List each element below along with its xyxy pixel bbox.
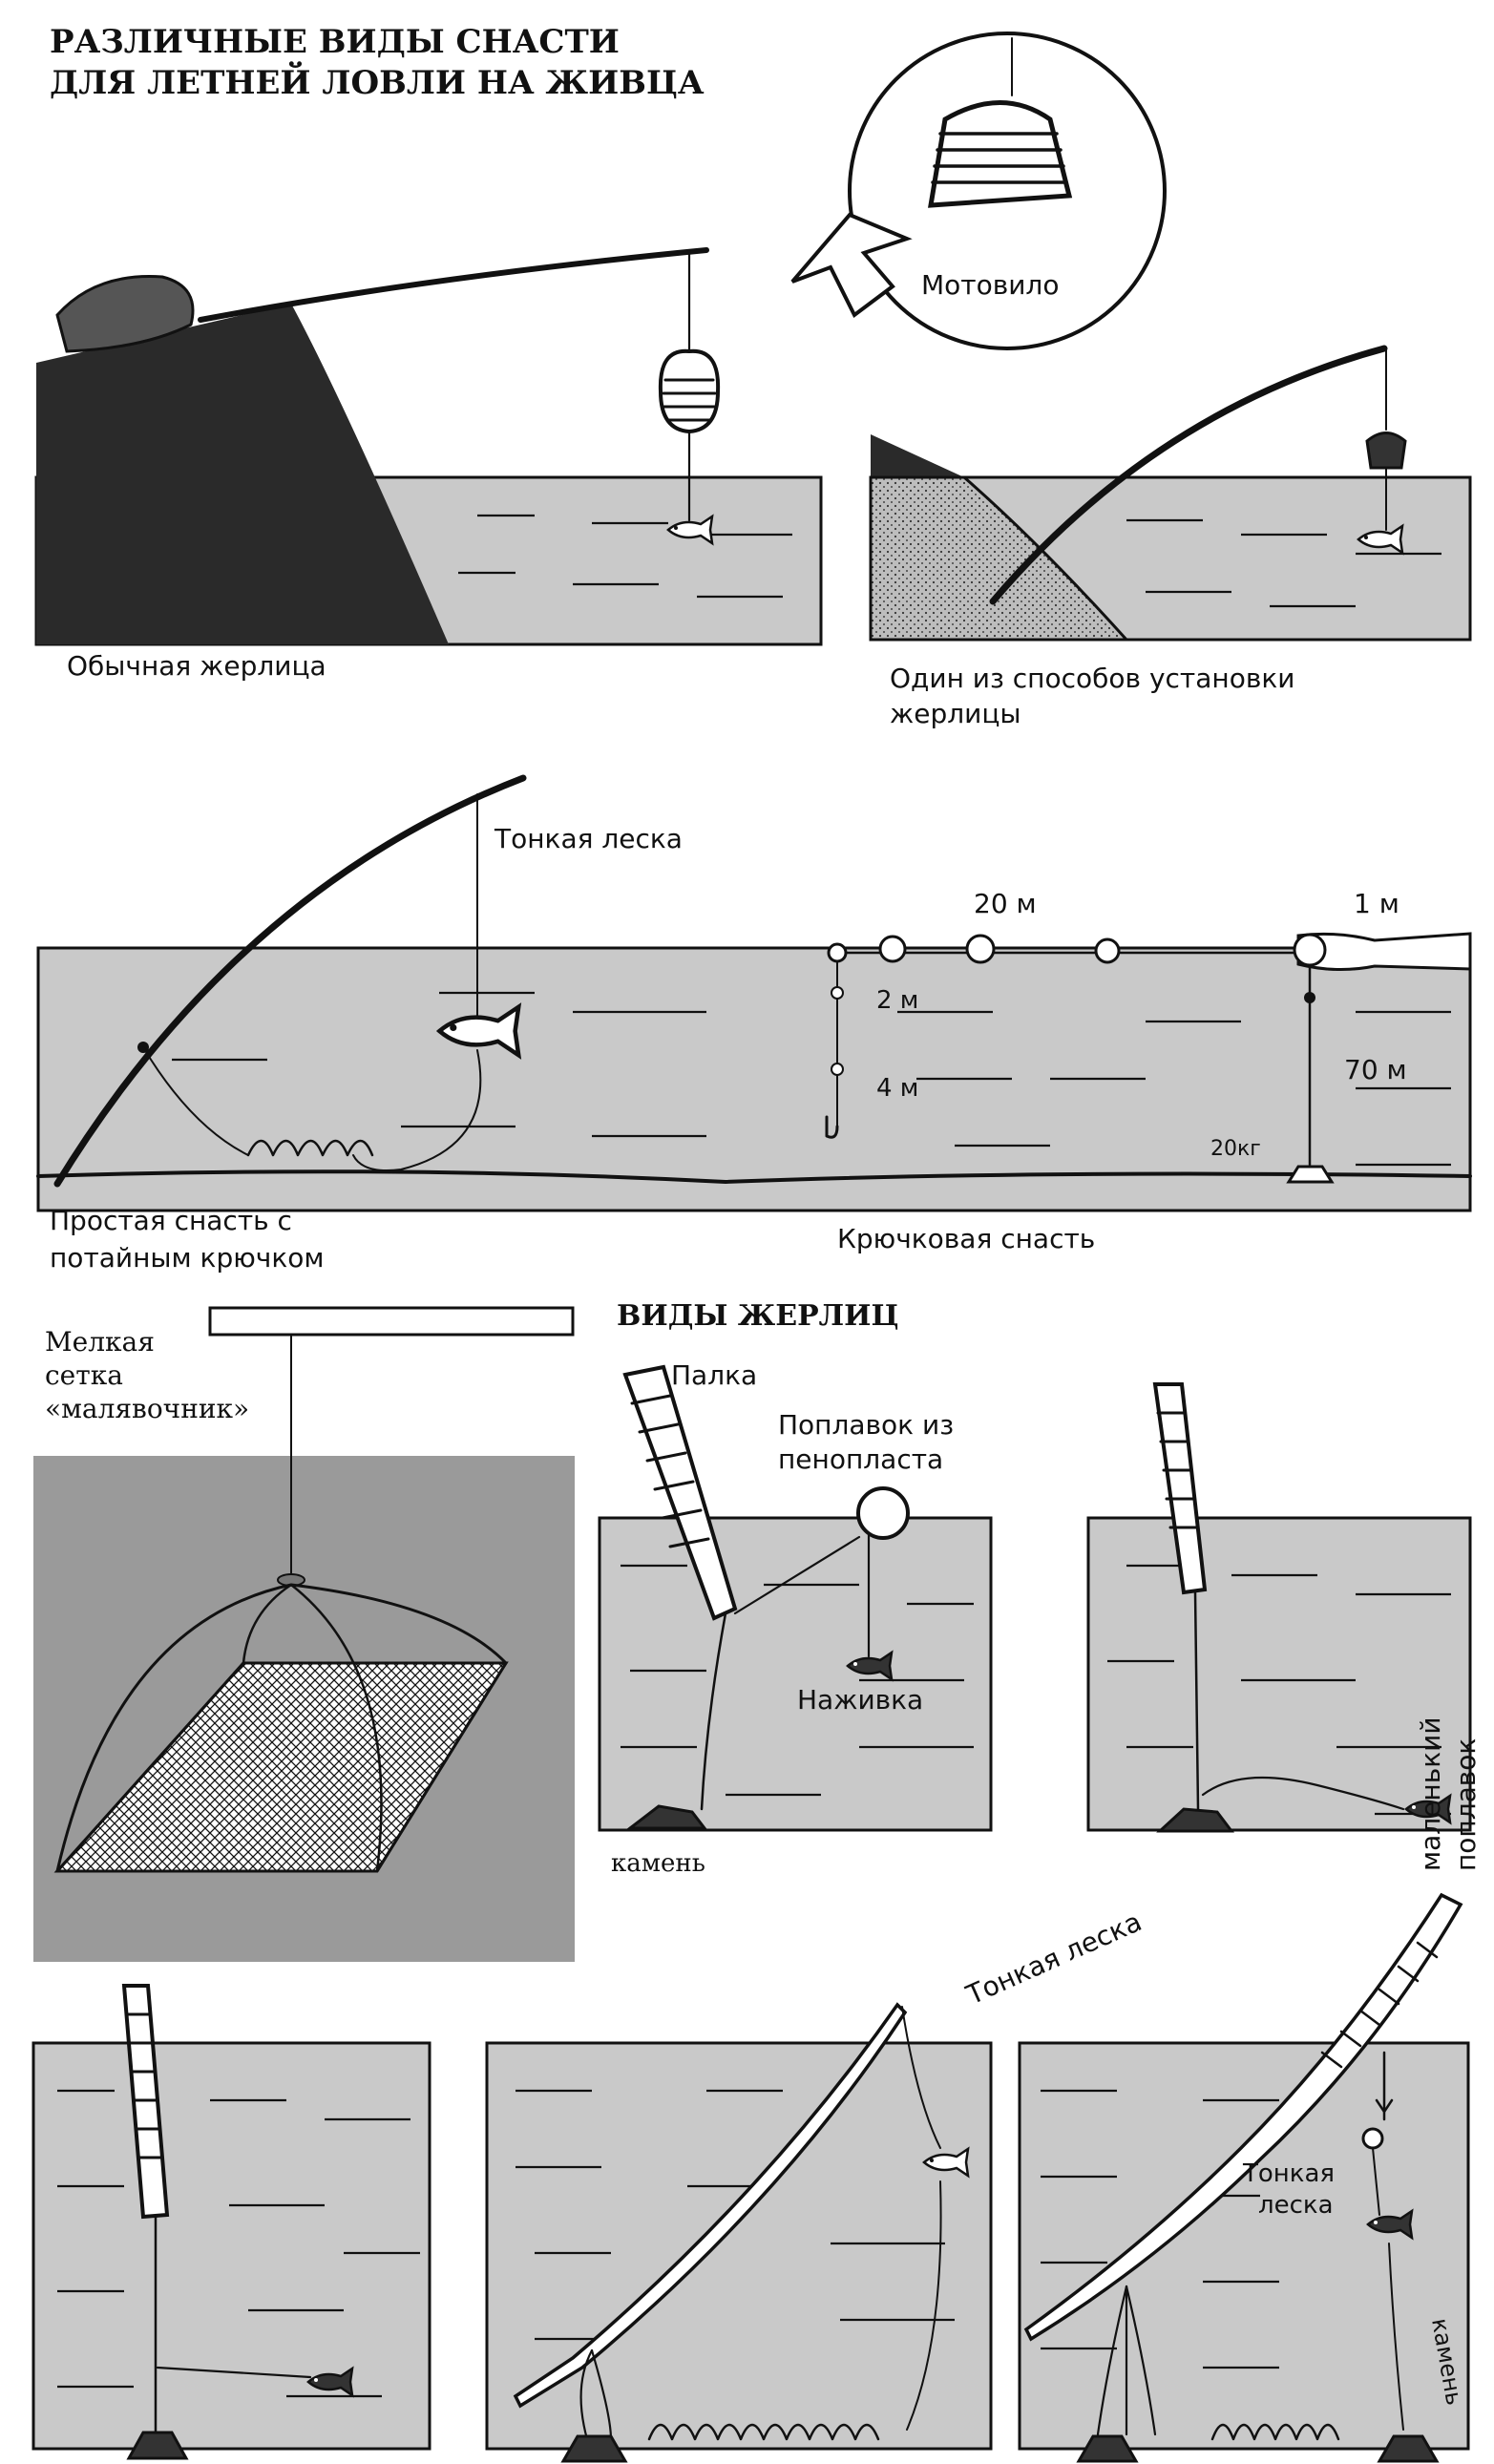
label-net-line-1: Мелкая [45,1326,155,1358]
river-bottom [36,1169,1472,1184]
rod [513,2002,908,2409]
pointer-arrow-icon [790,212,913,319]
pole [208,1306,575,1337]
panel-bottom-small-float: маленький поплавок Тонкая леска камень [1018,1716,1482,2463]
rod [198,247,709,323]
stone-icon [1377,2434,1440,2463]
rod [1023,1892,1463,2342]
panel-hidden-hook-and-hook-tackle: Тонкая леска 20 м 1 м 2 м 4 м 70 м 20кг … [36,774,1472,1274]
title-line-1: РАЗЛИЧНЫЕ ВИДЫ СНАСТИ [50,23,620,61]
rod [989,345,1388,605]
water-area [598,1516,993,1832]
label-ordinary: Обычная жерлица [67,650,326,682]
motovilo-reel [928,100,1073,208]
stone-icon [1076,2434,1139,2463]
label-4m: 4 м [876,1074,918,1103]
float-icon [965,934,996,964]
label-thin-line-3-b: леска [1258,2191,1334,2220]
float-icon [878,935,907,963]
hook-icon [825,1115,839,1139]
line-coils [246,1139,374,1157]
stone-icon [625,1804,708,1830]
label-motovilo: Мотовило [921,269,1059,301]
label-70m: 70 м [1344,1054,1407,1085]
label-thin-line-2: Тонкая леска [961,1906,1147,2011]
stone-icon [560,2434,628,2463]
water-area [1018,2041,1470,2451]
label-thin-line-3-a: Тонкая [1242,2159,1335,2188]
panel-bottom-stick [32,1984,431,2460]
motovilo-inset: Мотовило [790,32,1167,350]
page-title: РАЗЛИЧНЫЕ ВИДЫ СНАСТИ ДЛЯ ЛЕТНЕЙ ЛОВЛИ Н… [50,23,705,102]
label-simple-line-1: Простая снасть с [50,1205,292,1236]
water-lines [458,514,792,599]
float-icon [1094,937,1121,964]
rock-bush [55,275,195,353]
water-area [485,2041,993,2451]
line-coils [1210,2423,1340,2441]
arrow-down-icon [1375,2098,1394,2114]
panel-installation-method: Один из способов установки жерлицы [869,345,1472,729]
section-heading: ВИДЫ ЖЕРЛИЦ [617,1299,899,1333]
rod [53,774,527,1188]
stick [1152,1382,1208,1595]
label-bait: Наживка [797,1684,923,1716]
panel-ordinary-zherlitsa: Обычная жерлица [34,247,823,682]
label-small-float-line-1: маленький [1415,1716,1446,1871]
label-2m: 2 м [876,986,918,1015]
label-1m: 1 м [1354,888,1399,919]
label-thin-line: Тонкая леска [494,823,683,854]
net-frame [55,1583,508,1873]
stone-icon [1156,1807,1234,1833]
label-stick: Палка [671,1359,757,1391]
stone-icon [126,2431,189,2460]
panel-stick-right [1086,1382,1472,1833]
label-net-line-3: «малявочник» [45,1393,249,1424]
title-line-2: ДЛЯ ЛЕТНЕЙ ЛОВЛИ НА ЖИВЦА [50,61,705,102]
label-hook-tackle: Крючковая снасть [837,1223,1095,1254]
label-20m: 20 м [974,888,1037,919]
label-small-float-line-2: поплавок [1450,1738,1482,1871]
line-coils [647,2423,880,2441]
reel [1365,432,1407,470]
label-float-line-1: Поплавок из [778,1409,954,1441]
reel-frame [658,348,721,434]
label-installation-line-1: Один из способов установки [890,663,1294,694]
small-float [1361,2127,1384,2150]
label-float-line-2: пенопласта [778,1443,943,1475]
panel-small-net: Мелкая сетка «малявочник» [33,1306,575,1962]
water-area [36,946,1472,1212]
label-simple-line-2: потайным крючком [50,1242,325,1274]
river-bank [36,304,449,644]
label-net-line-2: сетка [45,1359,123,1391]
label-installation-line-2: жерлицы [890,698,1021,729]
label-20kg: 20кг [1210,1137,1261,1161]
buoy-marker [1296,932,1472,972]
panel-stick-foam-float: Палка Поплавок из пенопласта Наживка кам… [598,1359,993,1878]
label-stone: камень [611,1849,705,1878]
foam-float [856,1486,910,1540]
weight-icon [1286,1165,1335,1184]
river-bed [869,475,1130,642]
water-area [32,2041,431,2451]
